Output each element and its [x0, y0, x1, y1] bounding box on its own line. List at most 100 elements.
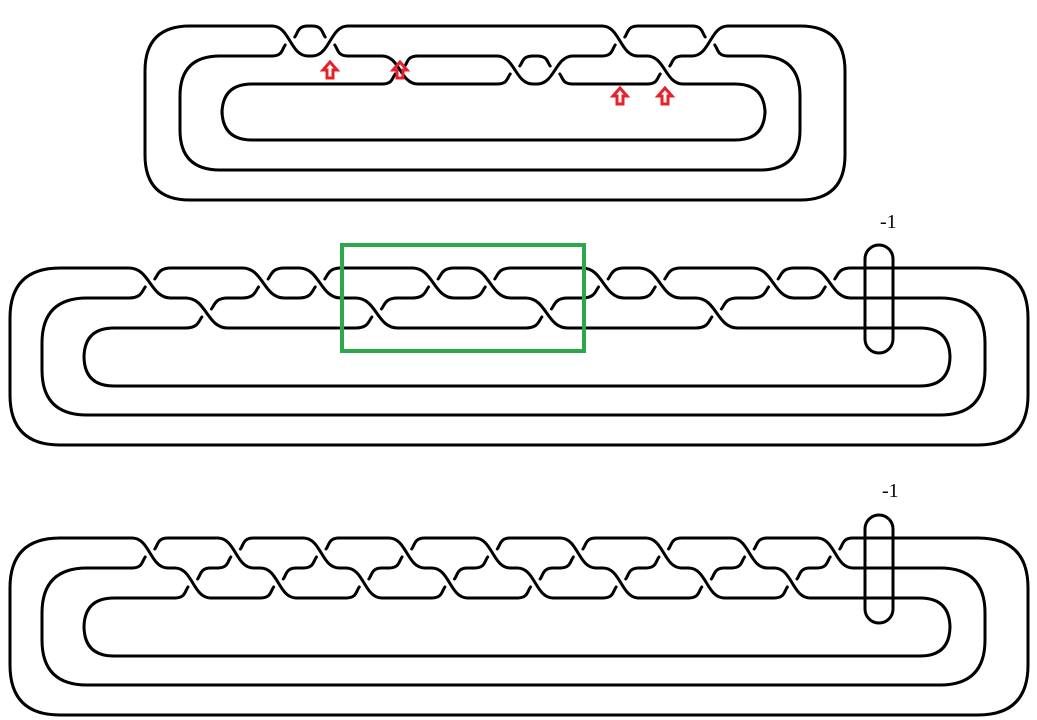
crossing-over-strand [644, 536, 684, 570]
crossing-under-strand [452, 566, 470, 581]
middle-braid-diagram [8, 243, 1030, 447]
crossing-under-strand [815, 555, 832, 570]
closure-loop [143, 24, 847, 202]
crossing-under-strand [467, 285, 487, 300]
crossing-over-strand [772, 566, 812, 600]
crossing-over-strand [807, 266, 853, 300]
crossing-over-strand [690, 24, 730, 58]
crossing-over-strand [127, 266, 173, 300]
crossing-under-strand [535, 54, 552, 68]
crossing-under-strand [216, 555, 233, 570]
crossing-over-strand [558, 536, 598, 570]
crossing-under-strand [173, 585, 190, 600]
crossing-under-strand [240, 285, 261, 300]
crossing-under-strand [694, 315, 714, 330]
crossing-under-strand [354, 315, 374, 330]
middle-framing-label: -1 [880, 211, 897, 233]
crossing-under-strand [153, 536, 170, 551]
crossing-under-strand [281, 566, 298, 581]
crossing-under-strand [410, 536, 427, 551]
crossing-over-strand [473, 536, 512, 570]
crossing-under-strand [713, 43, 730, 58]
crossing-under-strand [668, 54, 685, 68]
closure-loop [8, 266, 1030, 447]
crossing-over-strand [310, 24, 350, 58]
crossing-under-strand [130, 555, 147, 570]
crossing-under-strand [776, 266, 796, 281]
crossing-under-strand [410, 285, 431, 300]
crossing-under-strand [324, 536, 341, 551]
crossing-over-strand [694, 296, 740, 330]
closure-loop [40, 566, 987, 687]
closure-loop [82, 326, 952, 388]
crossing-over-strand [184, 296, 230, 330]
crossing-under-strand [623, 24, 640, 39]
crossing-under-strand [690, 24, 707, 39]
crossing-under-strand [750, 285, 771, 300]
closure-loop [8, 536, 1030, 717]
crossing-over-strand [301, 536, 341, 570]
crossing-under-strand [538, 566, 555, 581]
red-arrow-icon [654, 85, 676, 106]
crossing-under-strand [379, 296, 400, 311]
crossing-over-strand [600, 24, 640, 58]
crossing-over-strand [240, 266, 286, 300]
crossing-over-strand [524, 296, 570, 330]
highlight-box [340, 243, 586, 353]
crossing-over-strand [354, 296, 400, 330]
crossing-over-strand [380, 54, 420, 86]
crossing-under-strand [436, 266, 456, 281]
closure-loop [82, 596, 952, 658]
crossing-over-strand [258, 566, 298, 600]
crossing-over-strand [216, 536, 256, 570]
crossing-under-strand [209, 296, 230, 311]
crossing-under-strand [493, 266, 513, 281]
crossing-under-strand [600, 43, 617, 58]
crossing-under-strand [258, 585, 276, 600]
crossing-under-strand [367, 566, 384, 581]
crossing-under-strand [333, 43, 350, 58]
crossing-under-strand [403, 54, 420, 68]
crossing-over-strand [535, 54, 575, 86]
crossing-over-strand [270, 24, 310, 58]
crossing-over-strand [637, 266, 683, 300]
crossing-under-strand [380, 72, 397, 86]
closure-loop [178, 54, 802, 172]
crossing-under-strand [637, 285, 657, 300]
red-arrow-icon [389, 59, 411, 80]
crossing-over-strand [130, 536, 170, 570]
crossing-under-strand [549, 296, 570, 311]
crossing-over-strand [750, 266, 796, 300]
crossing-under-strand [558, 72, 575, 86]
crossing-under-strand [153, 266, 173, 281]
crossing-under-strand [473, 555, 490, 570]
crossing-under-strand [430, 585, 447, 600]
crossing-under-strand [238, 536, 256, 551]
crossing-under-strand [323, 266, 343, 281]
crossing-over-strand [515, 566, 555, 600]
red-arrow-icon [609, 85, 631, 106]
crossing-under-strand [558, 555, 575, 570]
crossing-under-strand [581, 536, 598, 551]
crossing-under-strand [266, 266, 286, 281]
crossing-under-strand [606, 266, 626, 281]
crossing-over-strand [297, 266, 343, 300]
crossing-over-strand [729, 536, 769, 570]
crossing-under-strand [270, 43, 287, 58]
crossing-under-strand [344, 585, 361, 600]
crossing-under-strand [127, 285, 147, 300]
crossing-under-strand [524, 315, 544, 330]
top-braid-diagram [143, 24, 847, 202]
bottom-framing-label: -1 [882, 480, 899, 502]
crossing-under-strand [515, 585, 533, 600]
crossing-under-strand [687, 585, 704, 600]
crossing-under-strand [387, 555, 404, 570]
crossing-under-strand [301, 555, 318, 570]
crossing-under-strand [752, 536, 769, 551]
crossing-under-strand [663, 266, 683, 281]
crossing-over-strand [387, 536, 427, 570]
crossing-over-strand [467, 266, 513, 300]
red-arrow-icon [319, 59, 341, 80]
framing-unknot [863, 243, 895, 355]
